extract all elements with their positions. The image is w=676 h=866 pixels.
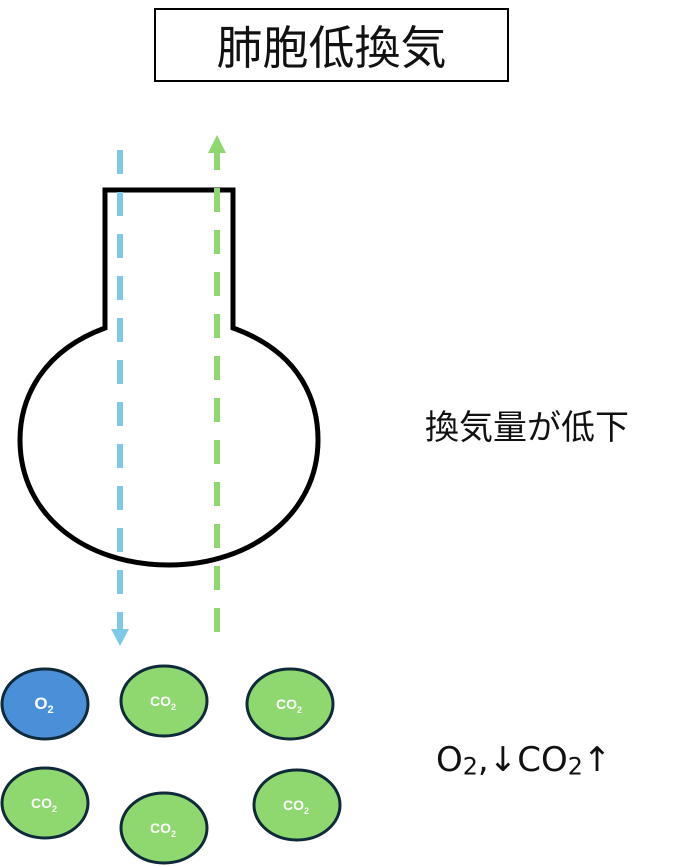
gas-change-note: O2,↓CO2↑ <box>436 740 611 781</box>
co2-molecule-label: CO2 <box>150 693 176 712</box>
co2-molecule: CO2 <box>119 664 209 738</box>
co2-molecule: CO2 <box>245 667 335 741</box>
co2-molecule: CO2 <box>252 768 342 842</box>
up-arrow-icon: ↑ <box>582 740 612 780</box>
co2-molecule-circle <box>119 664 209 738</box>
ventilation-decrease-note: 換気量が低下 <box>425 408 629 448</box>
o2-molecule-circle <box>0 667 90 741</box>
diagram-title: 肺胞低換気 <box>216 21 447 75</box>
co2-molecule: CO2 <box>0 766 90 840</box>
alveolus-outline <box>17 187 321 568</box>
co2-molecule-label: CO2 <box>150 820 176 839</box>
co2-molecule-circle <box>252 768 342 842</box>
co2-molecule-label: CO2 <box>283 797 309 816</box>
o2-molecule: O2 <box>0 667 90 741</box>
co2-subscript: 2 <box>567 752 583 781</box>
o2-subscript: 2 <box>462 752 478 781</box>
co2-molecule-circle <box>119 791 209 865</box>
co2-text: ,↓CO <box>477 740 568 780</box>
co2-molecule: CO2 <box>119 791 209 865</box>
co2-molecule-label: CO2 <box>31 795 57 814</box>
co2-molecule-label: CO2 <box>276 696 302 715</box>
o2-text: O <box>436 740 463 780</box>
title-box: 肺胞低換気 <box>154 8 509 82</box>
co2-outflow-arrow <box>208 135 226 632</box>
o2-inflow-arrow <box>111 150 129 646</box>
co2-molecule-circle <box>0 766 90 840</box>
co2-molecule-circle <box>245 667 335 741</box>
